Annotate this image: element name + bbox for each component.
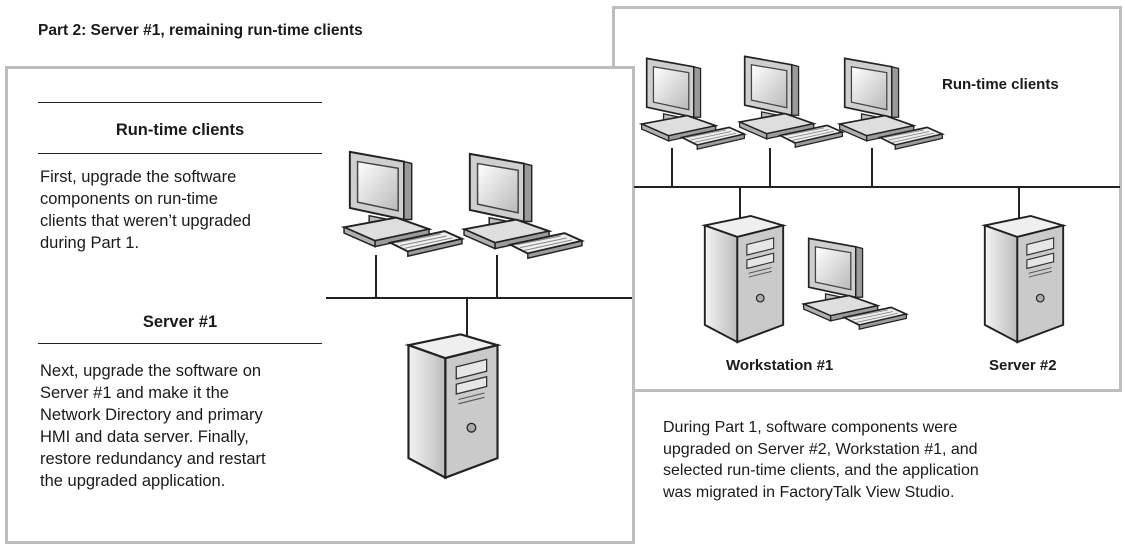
- text-line: HMI and data server. Finally,: [40, 428, 249, 446]
- runtime-clients-heading: Run-time clients: [115, 121, 245, 139]
- text-line: Next, upgrade the software on: [40, 362, 262, 380]
- workstation1-label: Workstation #1: [726, 357, 834, 374]
- text-line: Network Directory and primary: [40, 406, 263, 424]
- server2-tower-icon: [983, 214, 1065, 344]
- runtime-client-computer-icon: [738, 55, 844, 149]
- text-line: First, upgrade the software: [40, 168, 237, 186]
- server1-text: Next, upgrade the software on Server #1 …: [40, 360, 340, 492]
- text-line: components on run-time: [40, 190, 218, 208]
- server2-label: Server #2: [989, 357, 1057, 374]
- caption-line: During Part 1, software components were: [663, 419, 958, 436]
- server1-tower-icon: [407, 333, 499, 479]
- runtime-client-computer-icon: [838, 57, 944, 151]
- server1-heading: Server #1: [142, 313, 218, 331]
- runtime-clients-text: First, upgrade the software components o…: [40, 166, 330, 254]
- caption-line: selected run-time clients, and the appli…: [663, 462, 979, 479]
- caption-line: was migrated in FactoryTalk View Studio.: [663, 483, 955, 501]
- workstation-monitor-icon: [802, 237, 908, 331]
- runtime-client-computer-icon: [640, 57, 746, 151]
- divider: [38, 102, 322, 103]
- text-line: the upgraded application.: [40, 472, 226, 490]
- workstation-tower-icon: [703, 214, 785, 344]
- text-line: restore redundancy and restart: [40, 450, 266, 468]
- runtime-client-computer-icon: [463, 152, 583, 260]
- caption-line: upgraded on Server #2, Workstation #1, a…: [663, 440, 978, 458]
- divider: [38, 153, 322, 154]
- runtime-clients-label: Run-time clients: [942, 76, 1059, 93]
- text-line: during Part 1.: [40, 234, 140, 252]
- part1-caption: During Part 1, software components were …: [663, 417, 1103, 503]
- divider: [38, 343, 322, 344]
- part-title: Part 2: Server #1, remaining run-time cl…: [38, 22, 363, 39]
- text-line: clients that weren’t upgraded: [40, 212, 251, 230]
- runtime-client-computer-icon: [343, 150, 463, 258]
- text-line: Server #1 and make it the: [40, 384, 229, 402]
- part2-panel: [5, 66, 635, 544]
